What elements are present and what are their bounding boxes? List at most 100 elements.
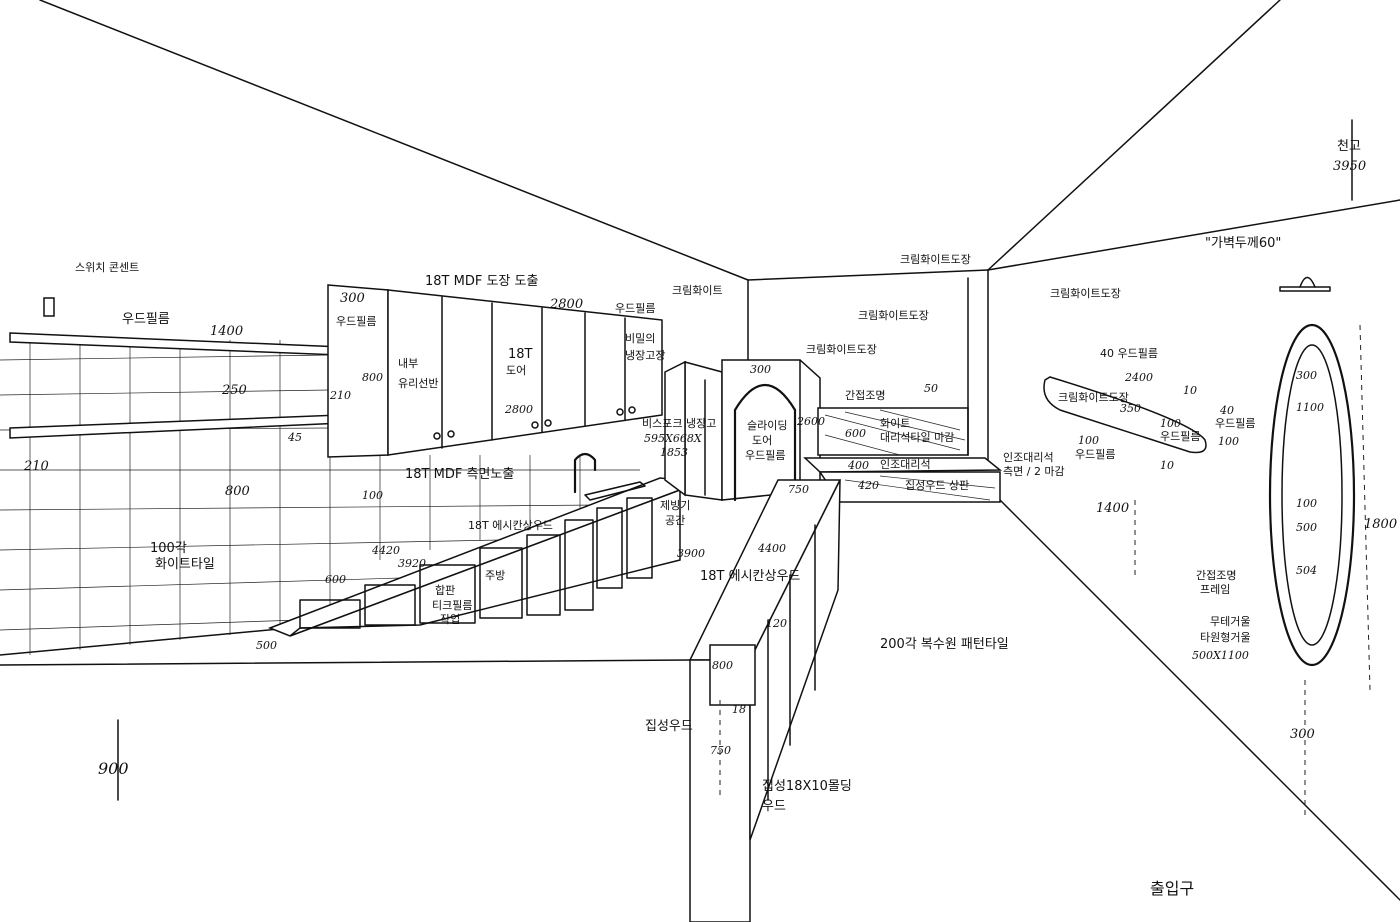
arch-door3-label: 우드필름 [745, 449, 786, 462]
island-750-label: 750 [788, 483, 809, 496]
island-3900-label: 3900 [677, 547, 705, 560]
island-800-label: 800 [712, 659, 733, 672]
mirror-300b-label: 300 [1290, 727, 1315, 742]
cabinet-300-label: 300 [340, 291, 365, 306]
bench-600-label: 600 [845, 427, 866, 440]
shelf2-100-label: 100 [1160, 417, 1181, 430]
fridge-dim-label: 595X668X [644, 432, 702, 445]
shelf2-40-label: 40 우드필름 [1100, 347, 1158, 360]
shelf2-woodfilm-label: 우드필름 [1075, 448, 1116, 461]
mirror-glass3-label: 500X1100 [1192, 649, 1249, 662]
left-900-label: 900 [98, 759, 129, 778]
mirror-1800-label: 1800 [1364, 517, 1398, 532]
dimension-lines [117, 119, 1371, 820]
shelf2-paint-label: 크림화이트도장 [1058, 391, 1129, 404]
tile-100-label: 100각 [150, 541, 187, 556]
island-top-label: 18T 에시칸상우드 [700, 569, 801, 584]
fridge-side-label: 제빙기 [660, 499, 691, 512]
room-outline [0, 0, 1400, 901]
shelf-length-label: 1400 [210, 324, 244, 339]
back-crim-label: 크림화이트 [672, 284, 723, 297]
bench-side2-label: 측면 / 2 마감 [1003, 465, 1065, 478]
fridge-side2-label: 공간 [665, 514, 686, 527]
wall-thickness-label: "가벽두께60" [1205, 236, 1282, 251]
handle-wood-label: 집성우드 [645, 719, 693, 734]
shelf2-10-label: 10 [1183, 384, 1197, 397]
lower-glass3-label: 작업 [440, 613, 461, 626]
fridge-dim2-label: 1853 [660, 446, 688, 459]
tile-white-label: 화이트타일 [155, 557, 215, 572]
shelf2-2400-label: 2400 [1125, 371, 1153, 384]
exit-label: 출입구 [1150, 879, 1195, 898]
mirror-300-label: 300 [1296, 369, 1317, 382]
wall-shelves [9, 297, 366, 439]
shelf-45-label: 45 [288, 431, 302, 444]
mirror-glass-label: 무테거울 [1210, 615, 1251, 628]
upper-2800b-label: 2800 [505, 403, 533, 416]
shelf2-100b-label: 100 [1078, 434, 1099, 447]
shelf2-350-label: 350 [1120, 402, 1141, 415]
ceiling-value-label: 3950 [1333, 159, 1367, 174]
island-750b-label: 750 [710, 744, 731, 757]
lower-glass1-label: 합판 [435, 584, 456, 597]
upper-right-label: 비밀의 [625, 332, 656, 345]
oval-shelf [1043, 376, 1207, 454]
lower-door-label: 주방 [485, 569, 506, 582]
backsplash-100-label: 100 [362, 489, 383, 502]
lower-cabinets [267, 452, 681, 637]
shelf-210-label: 210 [330, 389, 351, 402]
molding2-label: 우드 [762, 799, 786, 814]
lower-glass2-label: 티크필름 [432, 599, 473, 612]
shelf2-wood-label: 우드필름 [1160, 430, 1201, 443]
bench-wood-label: 집성우드 상판 [905, 479, 970, 492]
back-crim2-label: 크림화이트도장 [858, 309, 929, 322]
island-4400-label: 4400 [758, 542, 786, 555]
lower-mdf-label: 18T MDF 측면노출 [405, 467, 515, 482]
cabinet-woodfilm-label: 우드필름 [336, 315, 377, 328]
upper-glass-label: 유리선반 [398, 377, 439, 390]
bench-420-label: 420 [858, 479, 879, 492]
counter-500-label: 500 [256, 639, 277, 652]
counter-600-label: 600 [325, 573, 346, 586]
bench-stone-label: 간접조명 [845, 389, 886, 402]
bench-50-label: 50 [924, 382, 938, 395]
island-120-label: 120 [766, 617, 787, 630]
counter-3920-label: 3920 [398, 557, 426, 570]
upper-right2-label: 냉장고장 [625, 349, 666, 362]
shelf-wood-film-label: 우드필름 [122, 312, 170, 327]
mirror-glass2-label: 타원형거울 [1200, 631, 1251, 644]
arch-2600-label: 2600 [797, 415, 825, 428]
mirror-100-label: 100 [1296, 497, 1317, 510]
arch-door-label: 슬라이딩 [747, 419, 788, 432]
bench-tile2-label: 대리석타일 마감 [880, 431, 955, 444]
arch-paint-label: 크림화이트도장 [806, 343, 877, 356]
shelf-left-210-label: 210 [24, 459, 49, 474]
refrigerator [664, 360, 723, 501]
mirror-light2-label: 프레임 [1200, 583, 1231, 596]
height-1400-label: 1400 [1096, 501, 1130, 516]
cabinet-800-label: 800 [362, 371, 383, 384]
ceiling-label: 천고 [1337, 139, 1361, 154]
arch-door2-label: 도어 [752, 434, 773, 447]
arch-300-label: 300 [750, 363, 771, 376]
mirror-light-label: 간접조명 [1196, 569, 1237, 582]
mirror-1100-label: 1100 [1296, 401, 1324, 414]
shelf2-40b-label: 40 [1220, 404, 1234, 417]
island-18-label: 18 [732, 703, 746, 716]
upper-door-label: 도어 [506, 364, 527, 377]
bench-marble-label: 인조대리석 [880, 458, 931, 471]
bench-tile-label: 화이트 [880, 417, 911, 430]
shelf2-10b-label: 10 [1160, 459, 1174, 472]
mirror-504-label: 504 [1296, 564, 1317, 577]
upper-mdf-label: 18T MDF 도장 도출 [425, 274, 539, 289]
upper-inner-label: 내부 [398, 357, 419, 370]
floor-tile-label: 200각 복수원 패턴타일 [880, 637, 1009, 652]
upper-cabinets [327, 284, 663, 458]
bench-side-label: 인조대리석 [1003, 451, 1054, 464]
right-wall-label: 크림화이트도장 [1050, 287, 1121, 300]
molding-label: 집성18X10몰딩 [762, 779, 852, 794]
counter-4420-label: 4420 [372, 544, 400, 557]
counter-text-label: 18T 에시칸상우드 [468, 519, 553, 532]
